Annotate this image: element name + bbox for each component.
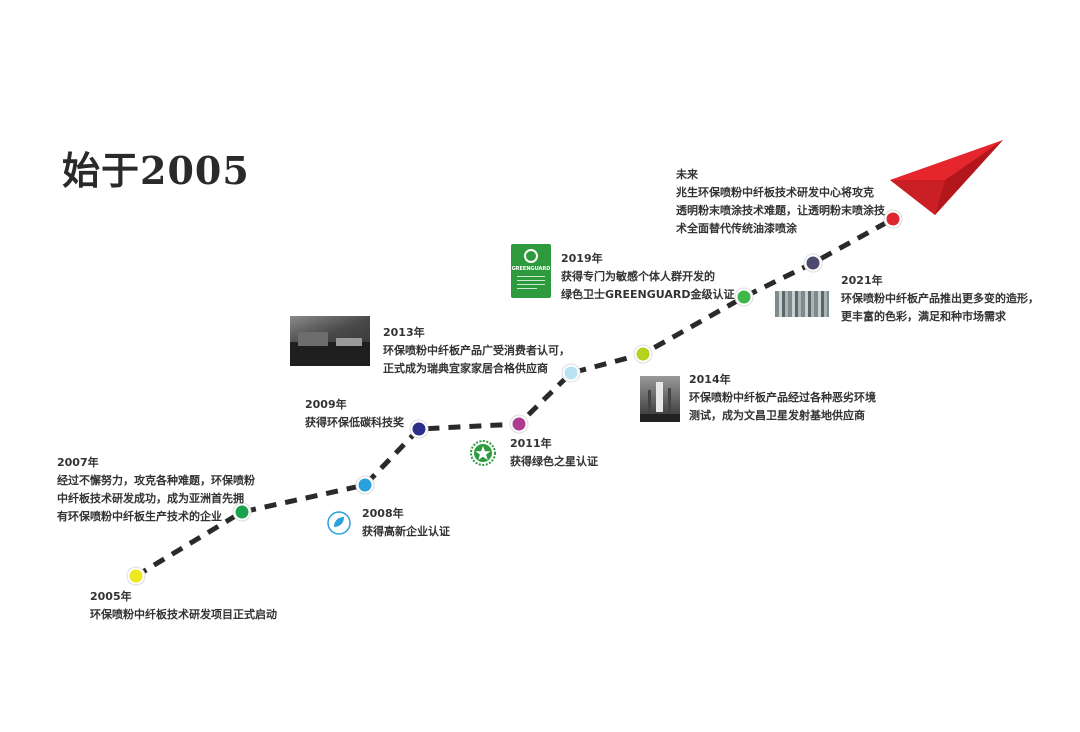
milestone-2005: 2005年 环保喷粉中纤板技术研发项目正式启动 (90, 588, 277, 624)
milestone-2009: 2009年 获得环保低碳科技奖 (305, 396, 404, 432)
milestone-2013: 2013年 环保喷粉中纤板产品广受消费者认可， 正式成为瑞典宜家家居合格供应商 (383, 324, 570, 378)
milestone-year: 2005年 (90, 590, 132, 603)
milestone-2007: 2007年 经过不懈努力，攻克各种难题，环保喷粉 中纤板技术研发成功，成为亚洲首… (57, 454, 255, 526)
timeline-dot (412, 422, 426, 436)
milestone-2021: 2021年 环保喷粉中纤板产品推出更多变的造形， 更丰富的色彩，满足和种市场需求 (841, 272, 1039, 326)
building-photo-2013 (290, 316, 370, 366)
greenguard-badge-label: GREENGUARD (511, 266, 551, 272)
page-title: 始于2005 (62, 148, 250, 193)
milestone-text: 环保喷粉中纤板产品广受消费者认可， 正式成为瑞典宜家家居合格供应商 (383, 344, 570, 375)
milestone-2014: 2014年 环保喷粉中纤板产品经过各种恶劣环境 测试，成为文昌卫星发射基地供应商 (689, 371, 876, 425)
rocket-launch-photo-2014 (640, 376, 680, 422)
milestone-text: 经过不懈努力，攻克各种难题，环保喷粉 中纤板技术研发成功，成为亚洲首先拥 有环保… (57, 474, 255, 523)
timeline-dot (737, 290, 751, 304)
milestone-year: 2011年 (510, 437, 552, 450)
milestone-text: 获得绿色之星认证 (510, 455, 598, 468)
milestone-year: 2009年 (305, 398, 347, 411)
timeline-dot (806, 256, 820, 270)
high-tech-leaf-icon (327, 511, 351, 535)
milestone-year: 2021年 (841, 274, 883, 287)
milestone-future: 未来 兆生环保喷粉中纤板技术研发中心将攻克 透明粉末喷涂技术难题，让透明粉末喷涂… (676, 166, 885, 238)
milestone-text: 获得专门为敏感个体人群开发的 绿色卫士GREENGUARD金级认证 (561, 270, 735, 301)
milestone-year: 2007年 (57, 456, 99, 469)
timeline-dot (886, 212, 900, 226)
milestone-year: 2014年 (689, 373, 731, 386)
milestone-year: 2008年 (362, 507, 404, 520)
milestone-text: 环保喷粉中纤板产品经过各种恶劣环境 测试，成为文昌卫星发射基地供应商 (689, 391, 876, 422)
milestone-text: 获得高新企业认证 (362, 525, 450, 538)
timeline-dot (564, 366, 578, 380)
timeline-route-line (134, 216, 895, 579)
milestone-text: 环保喷粉中纤板技术研发项目正式启动 (90, 608, 277, 621)
milestone-year: 未来 (676, 168, 698, 181)
milestone-2019: 2019年 获得专门为敏感个体人群开发的 绿色卫士GREENGUARD金级认证 (561, 250, 734, 304)
timeline-dot (636, 347, 650, 361)
milestone-2011: 2011年 获得绿色之星认证 (510, 435, 598, 471)
timeline-dot (512, 417, 526, 431)
milestone-year: 2013年 (383, 326, 425, 339)
green-star-badge-icon (470, 440, 496, 466)
timeline-dot (129, 569, 143, 583)
milestone-text: 环保喷粉中纤板产品推出更多变的造形， 更丰富的色彩，满足和种市场需求 (841, 292, 1039, 323)
color-panels-photo-2021 (775, 291, 829, 317)
milestone-text: 兆生环保喷粉中纤板技术研发中心将攻克 透明粉末喷涂技术难题，让透明粉末喷涂技 术… (676, 186, 885, 235)
greenguard-badge-icon: GREENGUARD (511, 244, 551, 298)
paper-plane-icon (890, 140, 1003, 215)
timeline-dot (358, 478, 372, 492)
milestone-year: 2019年 (561, 252, 603, 265)
timeline-dot (235, 505, 249, 519)
milestone-text: 获得环保低碳科技奖 (305, 416, 404, 429)
milestone-2008: 2008年 获得高新企业认证 (362, 505, 450, 541)
